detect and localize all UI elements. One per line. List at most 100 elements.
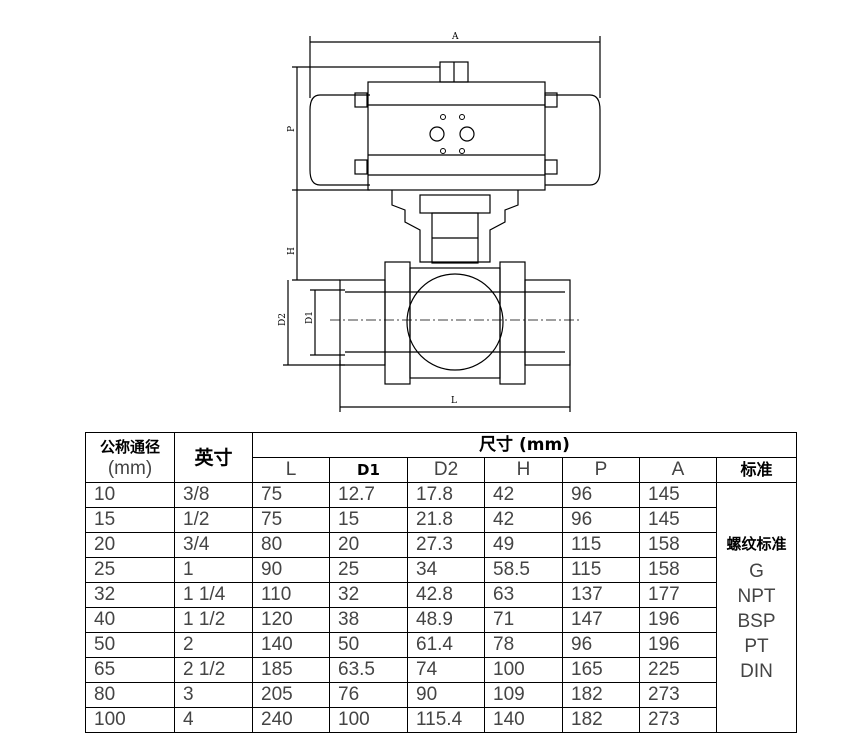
cell-l: 120 (252, 607, 330, 633)
cell-inch: 2 (174, 632, 253, 658)
cell-d1: 100 (329, 707, 408, 733)
cell-dn: 25 (85, 557, 175, 583)
cell-a: 273 (639, 682, 717, 708)
cell-l: 75 (252, 507, 330, 533)
svg-text:D2: D2 (278, 313, 288, 326)
header-a: A (639, 457, 717, 483)
cell-d1: 15 (329, 507, 408, 533)
cell-inch: 3 (174, 682, 253, 708)
valve-body (330, 261, 580, 385)
cell-a: 196 (639, 607, 717, 633)
cell-inch: 4 (174, 707, 253, 733)
cell-p: 165 (562, 657, 640, 683)
cell-dn: 20 (85, 532, 175, 558)
cell-dn: 80 (85, 682, 175, 708)
cell-p: 96 (562, 482, 640, 508)
cell-d1: 50 (329, 632, 408, 658)
svg-text:H: H (287, 247, 297, 255)
cell-inch: 3/4 (174, 532, 253, 558)
cell-d1: 76 (329, 682, 408, 708)
cell-inch: 3/8 (174, 482, 253, 508)
cell-dn: 15 (85, 507, 175, 533)
cell-a: 177 (639, 582, 717, 608)
cell-h: 58.5 (484, 557, 563, 583)
header-nominal: 公称通径 (mm) (85, 432, 175, 483)
cell-d1: 63.5 (329, 657, 408, 683)
cell-h: 78 (484, 632, 563, 658)
header-d1: D1 (329, 457, 408, 483)
svg-text:A: A (451, 32, 459, 42)
cell-d1: 12.7 (329, 482, 408, 508)
cell-l: 185 (252, 657, 330, 683)
cell-h: 71 (484, 607, 563, 633)
dimension-l: L (339, 360, 571, 412)
cell-l: 240 (252, 707, 330, 733)
cell-d2: 21.8 (407, 507, 485, 533)
thread-standard-item: BSP (737, 610, 776, 632)
cell-d2: 61.4 (407, 632, 485, 658)
cell-d2: 90 (407, 682, 485, 708)
cell-p: 182 (562, 707, 640, 733)
thread-standard-item: DIN (740, 660, 773, 682)
cell-inch: 2 1/2 (174, 657, 253, 683)
cell-a: 158 (639, 532, 717, 558)
cell-p: 96 (562, 632, 640, 658)
cell-a: 158 (639, 557, 717, 583)
cell-d2: 115.4 (407, 707, 485, 733)
cell-p: 147 (562, 607, 640, 633)
cell-a: 145 (639, 482, 717, 508)
svg-text:L: L (451, 396, 457, 406)
header-inch: 英寸 (174, 432, 253, 483)
cell-h: 63 (484, 582, 563, 608)
cell-h: 49 (484, 532, 563, 558)
thread-standard-title: 螺纹标准 (726, 535, 787, 553)
cell-l: 140 (252, 632, 330, 658)
thread-standard-item: PT (744, 635, 769, 657)
cell-dn: 100 (85, 707, 175, 733)
cell-h: 100 (484, 657, 563, 683)
cell-h: 140 (484, 707, 563, 733)
cell-a: 225 (639, 657, 717, 683)
cell-dn: 65 (85, 657, 175, 683)
cell-d2: 17.8 (407, 482, 485, 508)
cell-h: 42 (484, 507, 563, 533)
cell-dn: 40 (85, 607, 175, 633)
cell-h: 42 (484, 482, 563, 508)
cell-d2: 34 (407, 557, 485, 583)
cell-d2: 27.3 (407, 532, 485, 558)
cell-p: 115 (562, 557, 640, 583)
cell-inch: 1/2 (174, 507, 253, 533)
header-d2: D2 (407, 457, 485, 483)
thread-standard-item: G (749, 560, 764, 582)
cell-p: 182 (562, 682, 640, 708)
cell-dn: 32 (85, 582, 175, 608)
cell-inch: 1 1/2 (174, 607, 253, 633)
cell-dn: 50 (85, 632, 175, 658)
thread-standard-cell: 螺纹标准 G NPT BSP PT DIN (715, 482, 798, 733)
cell-p: 137 (562, 582, 640, 608)
dimension-p: P (287, 66, 440, 191)
cell-a: 196 (639, 632, 717, 658)
cell-d1: 25 (329, 557, 408, 583)
cell-l: 90 (252, 557, 330, 583)
svg-text:D1: D1 (305, 311, 315, 324)
cell-a: 145 (639, 507, 717, 533)
cell-d2: 48.9 (407, 607, 485, 633)
header-standard: 标准 (715, 457, 798, 483)
cell-l: 80 (252, 532, 330, 558)
cell-a: 273 (639, 707, 717, 733)
cell-l: 205 (252, 682, 330, 708)
thread-standard-item: NPT (737, 585, 776, 607)
cell-l: 75 (252, 482, 330, 508)
cell-inch: 1 (174, 557, 253, 583)
cell-p: 96 (562, 507, 640, 533)
valve-drawing: A P H D2 D1 L (278, 32, 601, 412)
